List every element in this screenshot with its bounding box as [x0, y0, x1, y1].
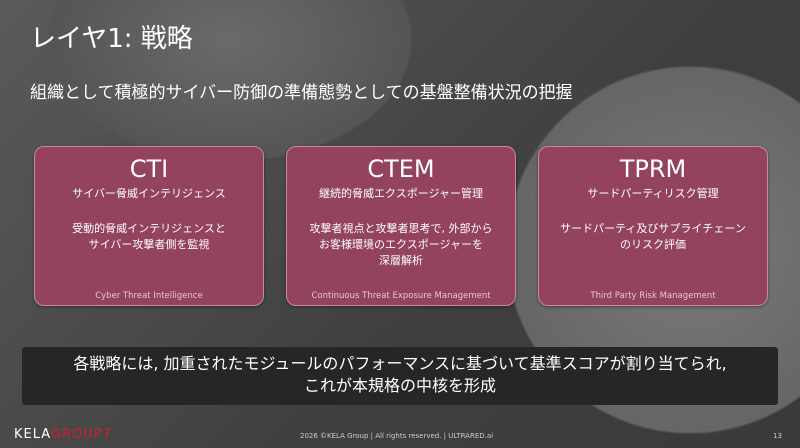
- banner-line: これが本規格の中核を形成: [303, 376, 496, 395]
- card-description: サードパーティ及びサプライチェーンのリスク評価: [539, 221, 767, 253]
- card-description: 受動的脅威インテリジェンスとサイバー攻撃者側を監視: [35, 221, 263, 253]
- banner-line: 各戦略には, 加重されたモジュールのパフォーマンスに基づいて基準スコアが割り当て…: [73, 354, 727, 373]
- footer-text: 2026 ©KELA Group | All rights reserved. …: [300, 432, 494, 440]
- card-english: Third Party Risk Management: [590, 291, 716, 301]
- kela-group-logo: KELAGROUP7: [14, 427, 112, 442]
- page-number: 13: [773, 432, 782, 440]
- card-english: Continuous Threat Exposure Management: [311, 291, 491, 301]
- card-tprm: TPRM サードパーティリスク管理 サードパーティ及びサプライチェーンのリスク評…: [538, 146, 768, 306]
- summary-banner: 各戦略には, 加重されたモジュールのパフォーマンスに基づいて基準スコアが割り当て…: [22, 347, 778, 405]
- logo-kela: KELA: [14, 427, 51, 442]
- desc-line: サイバー攻撃者側を監視: [88, 238, 210, 251]
- card-description: 攻撃者視点と攻撃者思考で, 外部からお客様環境のエクスポージャーを深層解析: [287, 221, 515, 269]
- card-subheading: 継続的脅威エクスポージャー管理: [319, 187, 483, 200]
- desc-line: のリスク評価: [620, 238, 686, 251]
- card-cti: CTI サイバー脅威インテリジェンス 受動的脅威インテリジェンスとサイバー攻撃者…: [34, 146, 264, 306]
- desc-line: お客様環境のエクスポージャーを: [319, 238, 483, 251]
- logo-group: GROUP: [50, 427, 103, 442]
- card-english: Cyber Threat Intelligence: [95, 291, 203, 301]
- desc-line: 受動的脅威インテリジェンスと: [72, 222, 226, 235]
- desc-line: サードパーティ及びサプライチェーン: [560, 222, 746, 235]
- slide-subtitle: 組織として積極的サイバー防御の準備態勢としての基盤整備状況の把握: [30, 83, 573, 103]
- logo-mark: 7: [102, 427, 112, 442]
- card-subheading: サイバー脅威インテリジェンス: [72, 187, 226, 200]
- desc-line: 攻撃者視点と攻撃者思考で, 外部から: [309, 222, 493, 235]
- desc-line: 深層解析: [379, 254, 423, 267]
- card-ctem: CTEM 継続的脅威エクスポージャー管理 攻撃者視点と攻撃者思考で, 外部からお…: [286, 146, 516, 306]
- card-heading: CTEM: [367, 155, 435, 183]
- card-subheading: サードパーティリスク管理: [587, 187, 719, 200]
- slide-title: レイヤ1: 戦略: [30, 24, 193, 54]
- card-heading: TPRM: [619, 155, 687, 183]
- card-heading: CTI: [129, 155, 169, 183]
